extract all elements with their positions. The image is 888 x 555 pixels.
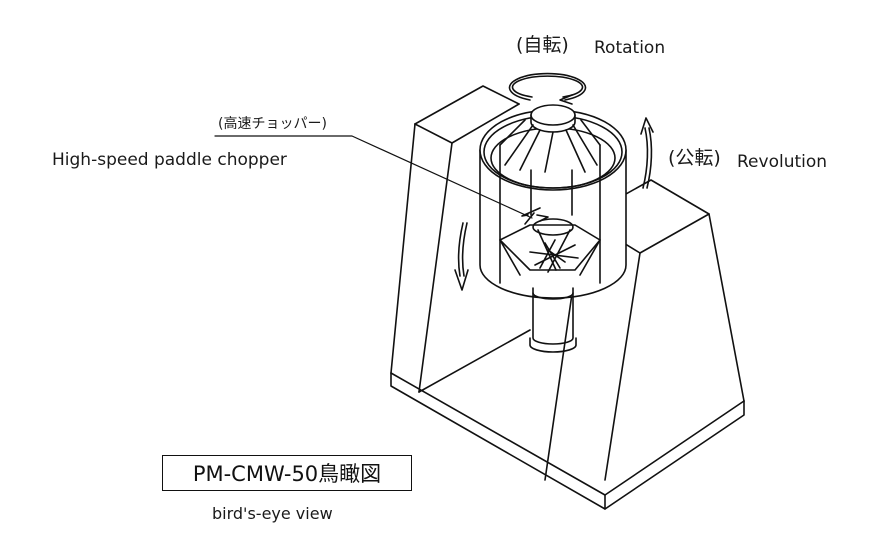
base-plate <box>390 372 745 510</box>
mixing-vessel <box>479 104 627 299</box>
chopper-label-jp: (高速チョッパー) <box>218 116 327 132</box>
left-pillar <box>390 85 531 393</box>
model-title-box: PM-CMW-50鳥瞰図 <box>162 455 412 491</box>
view-subtitle: bird's-eye view <box>212 504 333 523</box>
chopper-blades <box>521 207 579 273</box>
rotation-arrow-icon <box>508 72 587 105</box>
discharge-neck <box>529 287 577 353</box>
revolution-arrow-up-icon <box>640 117 654 189</box>
rotation-label-en: Rotation <box>594 38 666 58</box>
chopper-label-en: High-speed paddle chopper <box>52 150 287 170</box>
chopper-leader-line <box>214 135 533 219</box>
rotation-label-jp: (自転) <box>516 34 569 56</box>
model-title: PM-CMW-50鳥瞰図 <box>192 462 382 486</box>
revolution-label-en: Revolution <box>737 152 828 172</box>
revolution-arrow-down-icon <box>454 222 469 291</box>
revolution-label-jp: (公転) <box>668 147 721 169</box>
